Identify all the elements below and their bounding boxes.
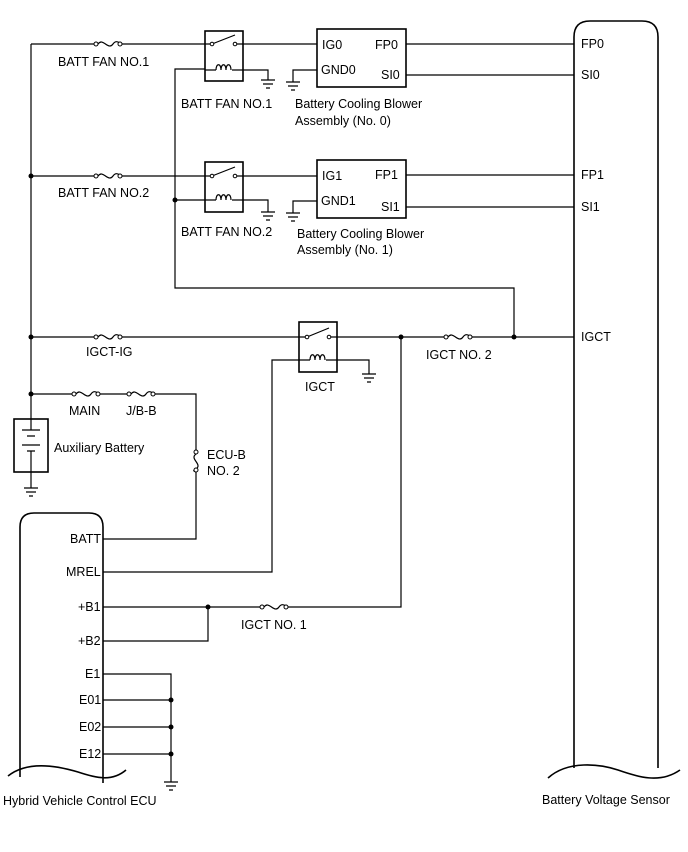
ground-symbol [261,211,275,221]
auxiliary-battery [13,418,49,473]
sensor-pin-igct: IGCT [581,330,611,344]
blower-0-pin-gnd: GND0 [321,63,356,77]
fuse-label-batt-fan-1: BATT FAN NO.1 [58,55,149,69]
sensor-pin-fp0: FP0 [581,37,604,51]
sensor-name: Battery Voltage Sensor [542,793,670,807]
sensor-pin-fp1: FP1 [581,168,604,182]
battery-name: Auxiliary Battery [54,441,145,455]
fuse-label-batt-fan-2: BATT FAN NO.2 [58,186,149,200]
ecu-pin-e02: E02 [79,720,101,734]
blower-0-name-1: Battery Cooling Blower [295,97,422,111]
fuse-symbol [71,391,101,397]
hybrid-ecu-box [19,512,104,783]
ecu-pin-b1: +B1 [78,600,101,614]
sensor-pin-si0: SI0 [581,68,600,82]
ground-symbol [24,487,38,497]
hybrid-ecu-wave [7,764,127,779]
fuse-label-ecu-b-1: ECU-B [207,448,246,462]
fuse-symbol [93,173,123,179]
fuse-symbol [93,41,123,47]
ecu-pin-e01: E01 [79,693,101,707]
fuse-symbol [443,334,473,340]
fuse-label-main: MAIN [69,404,100,418]
blower-1-pin-fp: FP1 [375,168,398,182]
ecu-pin-mrel: MREL [66,565,101,579]
ecu-pin-b2: +B2 [78,634,101,648]
battery-voltage-sensor-wave [547,764,681,779]
ground-symbol [286,81,300,91]
fuse-symbol [126,391,156,397]
relay-label-batt-fan-1: BATT FAN NO.1 [181,97,272,111]
relay-label-igct: IGCT [305,380,335,394]
junction-dots [28,173,517,757]
blower-0-pin-fp: FP0 [375,38,398,52]
ecu-pin-e1: E1 [85,667,100,681]
ecu-pin-batt: BATT [70,532,101,546]
fuse-label-igct-ig: IGCT-IG [86,345,133,359]
fuse-symbol [259,604,289,610]
ecu-name: Hybrid Vehicle Control ECU [3,794,157,808]
blower-1-box [316,159,407,219]
blower-1-pin-ig: IG1 [322,169,342,183]
fuse-symbol [93,334,123,340]
fuse-symbol [193,449,199,473]
relay-igct [298,321,338,373]
blower-1-pin-gnd: GND1 [321,194,356,208]
relay-batt-fan-2 [204,161,244,213]
fuse-label-igct-no2: IGCT NO. 2 [426,348,492,362]
ground-symbol [286,212,300,222]
blower-0-pin-si: SI0 [381,68,400,82]
relay-batt-fan-1 [204,30,244,82]
wires [30,43,574,782]
blower-1-name-2: Assembly (No. 1) [297,243,393,257]
fuse-label-jb-b: J/B-B [126,404,157,418]
fuse-label-igct-no1: IGCT NO. 1 [241,618,307,632]
ground-symbol [261,79,275,89]
blower-1-pin-si: SI1 [381,200,400,214]
blower-0-pin-ig: IG0 [322,38,342,52]
ecu-pin-e12: E12 [79,747,101,761]
fuse-label-ecu-b-2: NO. 2 [207,464,240,478]
relay-label-batt-fan-2: BATT FAN NO.2 [181,225,272,239]
ground-symbol [362,373,376,383]
blower-1-name-1: Battery Cooling Blower [297,227,424,241]
sensor-pin-si1: SI1 [581,200,600,214]
blower-0-name-2: Assembly (No. 0) [295,114,391,128]
blower-0-box [316,28,407,88]
ground-symbol [164,781,178,791]
battery-voltage-sensor-box [573,20,659,768]
